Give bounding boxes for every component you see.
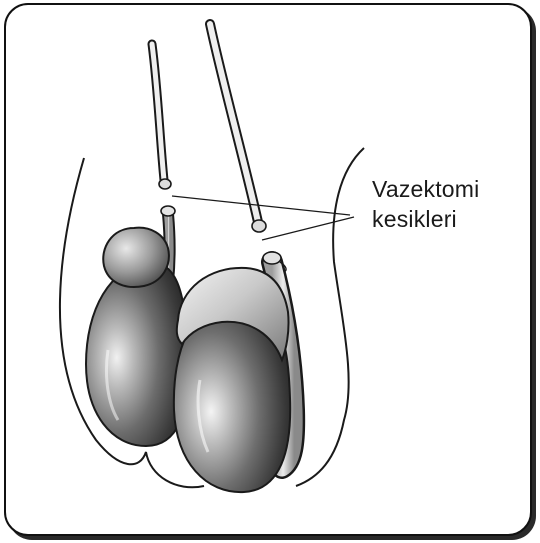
label-line-2: kesikleri — [372, 204, 479, 234]
left-epididymis — [103, 228, 169, 287]
right-lower-vas-end — [263, 252, 281, 264]
incision-label: Vazektomi kesikleri — [372, 174, 479, 234]
label-line-1: Vazektomi — [372, 174, 479, 204]
leader-line-right-cut — [262, 217, 354, 240]
leader-line-left-cut — [172, 196, 350, 215]
scrotum-outline-right — [296, 148, 364, 486]
left-upper-vas-end — [159, 179, 171, 189]
right-upper-vas-end — [252, 220, 266, 232]
left-lower-vas-end — [161, 206, 175, 216]
left-testis — [86, 262, 188, 446]
